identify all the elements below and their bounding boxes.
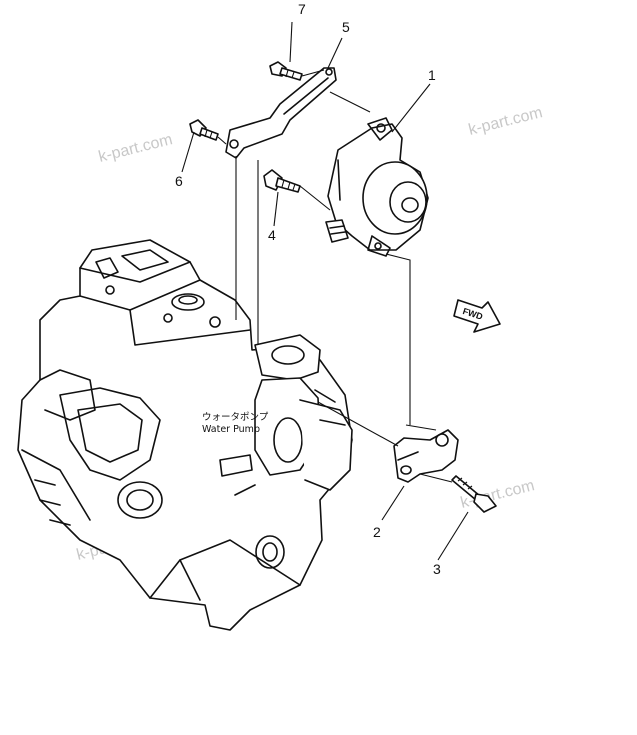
engine-block [17,239,353,631]
fwd-arrow-icon: FWD [453,299,501,333]
callout-2: 2 [373,524,381,540]
water-pump-label: ウォータポンプ Water Pump [202,412,269,435]
callout-4: 4 [268,227,276,243]
watermark-top-right: k-part.com [467,104,544,139]
callout-3: 3 [433,561,441,577]
part-6-bolt [189,119,219,141]
callout-7: 7 [298,1,306,17]
callout-1: 1 [428,67,436,83]
part-4-bolt [263,169,301,193]
part-7-bolt [269,61,303,81]
callout-5: 5 [342,19,350,35]
water-pump-label-jp: ウォータポンプ [202,412,269,423]
callout-6: 6 [175,173,183,189]
part-3-bolt [451,475,497,513]
assembly-lines [181,21,469,561]
part-5-brace [225,67,337,159]
watermark-top-left: k-part.com [97,131,174,166]
part-1-alternator [325,117,429,257]
water-pump-label-en: Water Pump [202,424,260,435]
callouts: 1 2 3 4 5 6 7 [175,1,441,577]
part-2-bracket [393,429,459,483]
